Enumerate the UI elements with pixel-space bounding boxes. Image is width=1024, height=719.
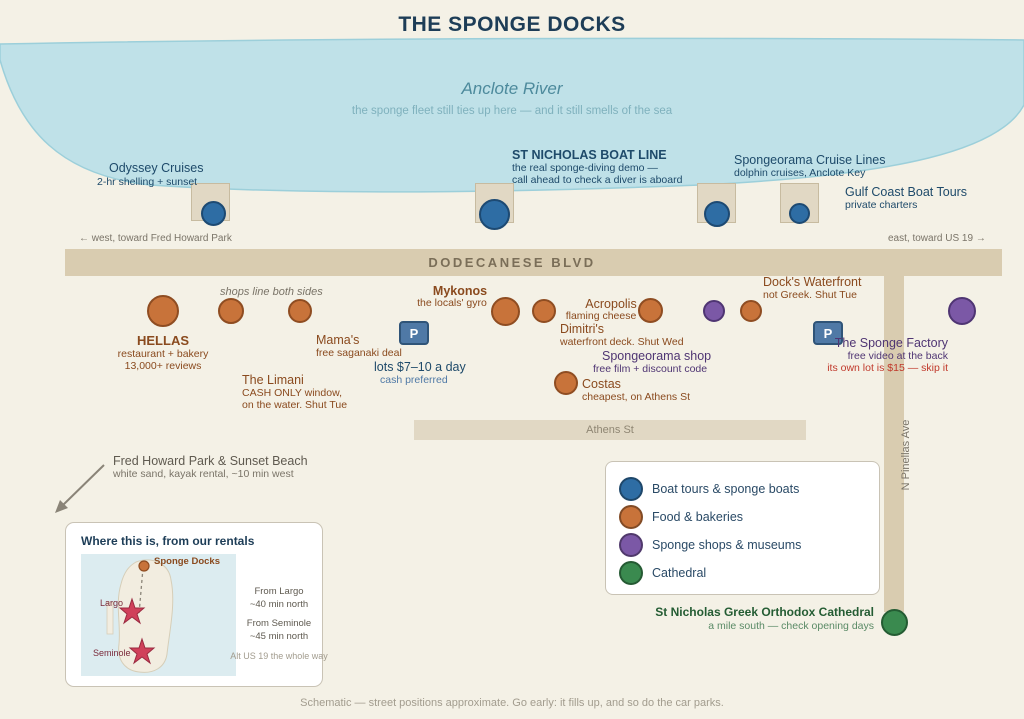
- boat-pin-st-nicholas[interactable]: [479, 199, 510, 230]
- note-st-nicholas-2: call ahead to check a diver is aboard: [512, 174, 683, 186]
- note-costas: cheapest, on Athens St: [582, 391, 690, 403]
- seminole-star-icon: [128, 637, 156, 665]
- legend: Boat tours & sponge boats Food & bakerie…: [605, 461, 880, 595]
- label-sponge-factory: The Sponge Factory: [834, 336, 948, 350]
- cathedral-pin[interactable]: [881, 609, 908, 636]
- legend-label-boat: Boat tours & sponge boats: [652, 482, 800, 496]
- note-docks-waterfront: not Greek. Shut Tue: [763, 289, 857, 301]
- parking-note-1: lots $7–10 a day: [374, 360, 466, 374]
- legend-swatch-shop: [619, 533, 643, 557]
- label-docks-waterfront: Dock's Waterfront: [763, 275, 862, 289]
- label-acropolis: Acropolis: [585, 297, 637, 311]
- direction-west: ← west, toward Fred Howard Park: [79, 233, 232, 244]
- boat-pin-gulf-coast[interactable]: [789, 203, 810, 224]
- food-pin-2[interactable]: [288, 299, 312, 323]
- inset-title: Where this is, from our rentals: [81, 534, 255, 548]
- label-cathedral: St Nicholas Greek Orthodox Cathedral: [655, 605, 874, 619]
- athens-st-label: Athens St: [586, 424, 634, 436]
- food-pin-hellas[interactable]: [147, 295, 179, 327]
- inset-label-seminole: Seminole: [93, 648, 131, 658]
- legend-swatch-cathedral: [619, 561, 643, 585]
- inset-label-docks: Sponge Docks: [154, 556, 220, 567]
- label-st-nicholas: ST NICHOLAS BOAT LINE: [512, 148, 667, 162]
- label-mykonos: Mykonos: [432, 284, 488, 298]
- footer-note: Schematic — street positions approximate…: [300, 697, 724, 709]
- pinellas-ave: [884, 276, 904, 612]
- legend-swatch-boat: [619, 477, 643, 501]
- legend-label-shop: Sponge shops & museums: [652, 538, 802, 552]
- note-hellas-2: 13,000+ reviews: [124, 360, 202, 372]
- note-cathedral: a mile south — check opening days: [708, 620, 874, 632]
- boat-pin-spongeorama[interactable]: [704, 201, 730, 227]
- direction-east: east, toward US 19 →: [888, 233, 986, 244]
- note-dimitris: waterfront deck. Shut Wed: [560, 336, 684, 348]
- shop-pin-spongeorama[interactable]: [703, 300, 725, 322]
- shop-pin-factory[interactable]: [948, 297, 976, 325]
- inset-map-panel: Where this is, from our rentals Sponge D…: [65, 522, 328, 687]
- legend-label-food: Food & bakeries: [652, 510, 744, 524]
- note-st-nicholas-1: the real sponge-diving demo —: [512, 162, 658, 174]
- label-spongeorama-shop: Spongeorama shop: [602, 349, 712, 363]
- note-mykonos: the locals' gyro: [417, 297, 487, 309]
- inset-from-largo-1: From Largo: [254, 586, 304, 597]
- note-sponge-factory: free video at the back: [847, 350, 948, 362]
- parking-icon-2[interactable]: P: [813, 321, 843, 345]
- dodecanese-blvd: [65, 249, 1002, 276]
- beach-arrow-icon: [55, 464, 105, 513]
- boat-pin-odyssey[interactable]: [201, 201, 226, 226]
- legend-swatch-food: [619, 505, 643, 529]
- label-spongeorama-cruise: Spongeorama Cruise Lines: [734, 153, 886, 167]
- warning-sponge-factory: its own lot is $15 — skip it: [827, 362, 948, 374]
- note-acropolis: flaming cheese: [565, 310, 637, 322]
- label-dimitris: Dimitri's: [560, 322, 605, 336]
- label-odyssey: Odyssey Cruises: [109, 161, 204, 175]
- food-pin-costas[interactable]: [554, 371, 578, 395]
- note-limani-2: on the water. Shut Tue: [242, 399, 348, 411]
- athens-st: [414, 420, 806, 440]
- label-costas: Costas: [582, 377, 621, 391]
- pinellas-ave-label: N Pinellas Ave: [900, 419, 912, 491]
- label-gulf-coast: Gulf Coast Boat Tours: [845, 185, 968, 199]
- food-pin-1[interactable]: [218, 298, 244, 324]
- legend-label-cathedral: Cathedral: [652, 566, 707, 580]
- largo-star-icon: [118, 597, 146, 625]
- food-pin-acropolis[interactable]: [638, 298, 663, 323]
- inset-route: Alt US 19 the whole way: [230, 651, 328, 661]
- river-tagline: the sponge fleet still ties up here — an…: [351, 105, 673, 117]
- inset-map: [81, 554, 236, 676]
- food-pin-docks[interactable]: [740, 300, 762, 322]
- note-gulf-coast: private charters: [845, 199, 918, 211]
- food-pin-mykonos[interactable]: [491, 297, 520, 326]
- inset-from-largo-2: ~40 min north: [249, 599, 309, 610]
- dodecanese-blvd-label: DODECANESE BLVD: [428, 255, 596, 270]
- parking-icon-1[interactable]: P: [399, 321, 429, 345]
- inset-from-seminole-1: From Seminole: [246, 618, 312, 629]
- note-spongeorama-cruise: dolphin cruises, Anclote Key: [734, 167, 866, 179]
- note-limani-1: CASH ONLY window,: [242, 387, 342, 399]
- label-beach: Fred Howard Park & Sunset Beach: [113, 454, 308, 468]
- map-title: THE SPONGE DOCKS: [398, 13, 626, 36]
- note-hellas-1: restaurant + bakery: [117, 348, 209, 360]
- note-beach: white sand, kayak rental, ~10 min west: [113, 468, 294, 480]
- parking-note-2: cash preferred: [380, 374, 448, 386]
- note-odyssey: 2-hr shelling + sunset: [97, 176, 198, 188]
- inset-from-seminole-2: ~45 min north: [249, 631, 309, 642]
- river-name: Anclote River: [461, 79, 563, 98]
- note-mamas: free saganaki deal: [316, 347, 402, 359]
- note-spongeorama-shop: free film + discount code: [593, 363, 708, 375]
- inset-label-largo: Largo: [100, 598, 124, 608]
- anclote-river: [0, 37, 1024, 193]
- label-mamas: Mama's: [316, 333, 360, 347]
- shops-note: shops line both sides: [220, 286, 323, 298]
- food-pin-3[interactable]: [532, 299, 556, 323]
- label-limani: The Limani: [242, 373, 304, 387]
- label-hellas: HELLAS: [137, 333, 189, 348]
